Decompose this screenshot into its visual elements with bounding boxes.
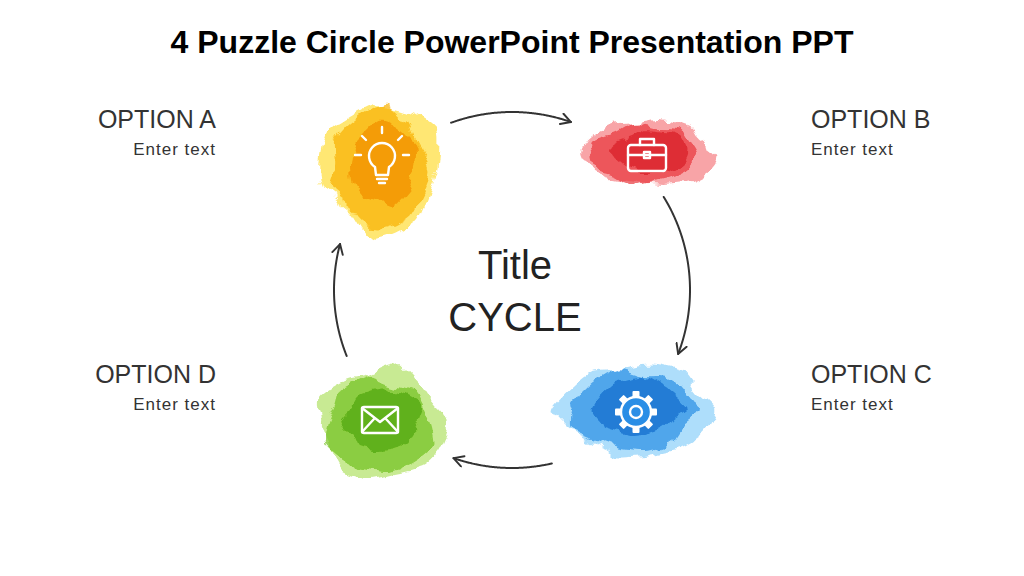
brush-node: OPTION CEnter text xyxy=(560,362,710,457)
brush-stroke xyxy=(580,118,715,188)
option-body: Enter text xyxy=(16,394,216,416)
paint-layer xyxy=(329,105,432,228)
cycle-arrow xyxy=(334,244,347,356)
option-heading: OPTION C xyxy=(811,358,1011,390)
paint-layer xyxy=(611,130,686,172)
paint-layer xyxy=(339,389,419,452)
option-body: Enter text xyxy=(16,139,216,161)
cycle-arrow xyxy=(451,112,571,123)
paint-layer xyxy=(589,124,697,186)
option-text: OPTION A Enter text xyxy=(16,103,216,161)
slide-title: 4 Puzzle Circle PowerPoint Presentation … xyxy=(0,22,1024,62)
paint-layer xyxy=(569,369,698,451)
option-text: OPTION B Enter text xyxy=(811,103,1011,161)
paint-layer xyxy=(593,377,686,435)
brush-stroke xyxy=(322,95,442,235)
brush-stroke xyxy=(560,362,710,457)
paint-layer xyxy=(317,364,447,480)
option-text: OPTION D Enter text xyxy=(16,358,216,416)
option-text: OPTION C Enter text xyxy=(811,358,1011,416)
cycle-title: Title CYCLE xyxy=(425,239,605,343)
brush-stroke xyxy=(315,365,445,480)
option-heading: OPTION D xyxy=(16,358,216,390)
option-heading: OPTION B xyxy=(811,103,1011,135)
paint-layer xyxy=(324,378,432,473)
option-body: Enter text xyxy=(811,139,1011,161)
cycle-arrow xyxy=(664,197,690,354)
brush-node: OPTION AEnter text xyxy=(322,95,442,235)
cycle-arrow xyxy=(453,458,551,468)
paint-layer xyxy=(553,364,716,458)
brush-node: OPTION DEnter text xyxy=(315,365,445,480)
brush-node: OPTION BEnter text xyxy=(580,118,715,188)
option-body: Enter text xyxy=(811,394,1011,416)
option-heading: OPTION A xyxy=(16,103,216,135)
paint-layer xyxy=(352,121,417,207)
